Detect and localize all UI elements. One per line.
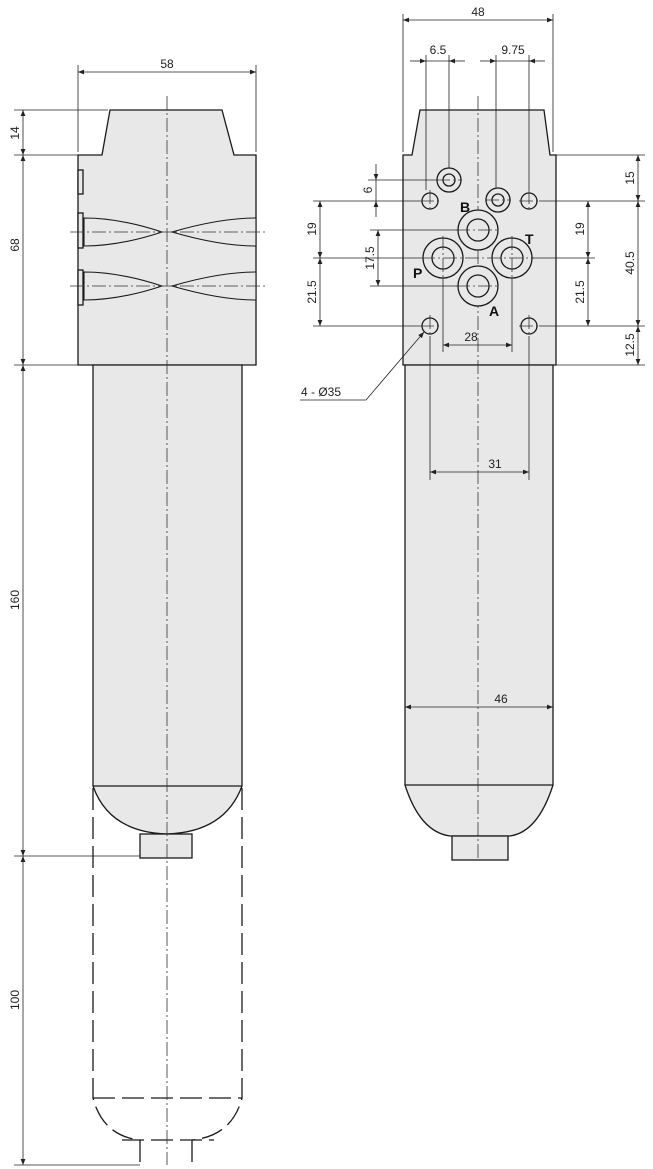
port-label-p: P — [413, 265, 422, 281]
holes-callout: 4 - Ø35 — [301, 385, 341, 399]
port-label-b: B — [460, 199, 470, 215]
front-dim-31-label: 31 — [488, 457, 502, 471]
front-dim-6-label: 6 — [361, 186, 375, 193]
front-dim-15-label: 15 — [623, 171, 637, 185]
side-dim-service-label: 100 — [8, 990, 22, 1010]
front-dim-46-label: 46 — [494, 692, 508, 706]
front-dim-width-label: 48 — [471, 5, 485, 19]
front-bottom-plug — [451, 835, 509, 861]
front-dim-40-5-label: 40.5 — [623, 251, 637, 275]
front-dim-offset-a-label: 6.5 — [430, 43, 447, 57]
side-bottom-plug — [139, 833, 193, 859]
front-dim-21-5-right-label: 21.5 — [573, 280, 587, 304]
side-dim-bowl-label: 160 — [8, 590, 22, 610]
side-dim-width-label: 58 — [160, 57, 174, 71]
side-dim-cap-label: 14 — [8, 126, 22, 140]
side-view: 58 14 68 160 100 — [8, 57, 266, 1166]
front-dim-19-right-label: 19 — [573, 222, 587, 236]
side-dim-head-label: 68 — [8, 238, 22, 252]
side-connector-tab-lower — [77, 269, 84, 306]
port-label-a: A — [489, 303, 499, 319]
side-connector-tab-upper — [77, 169, 84, 195]
front-dim-offset-b-label: 9.75 — [501, 43, 525, 57]
front-dim-21-5-left-label: 21.5 — [305, 280, 319, 304]
port-label-t: T — [525, 231, 534, 247]
front-dim-12-5-label: 12.5 — [623, 333, 637, 357]
side-connector-tab-middle — [77, 212, 84, 249]
front-view: B P T A 48 6.5 9.75 6 19 — [300, 5, 645, 861]
front-dim-17-5-label: 17.5 — [363, 246, 377, 270]
front-dim-19-left-label: 19 — [305, 222, 319, 236]
front-bowl — [404, 364, 554, 837]
side-bowl — [92, 364, 243, 835]
front-dim-28-label: 28 — [464, 330, 478, 344]
